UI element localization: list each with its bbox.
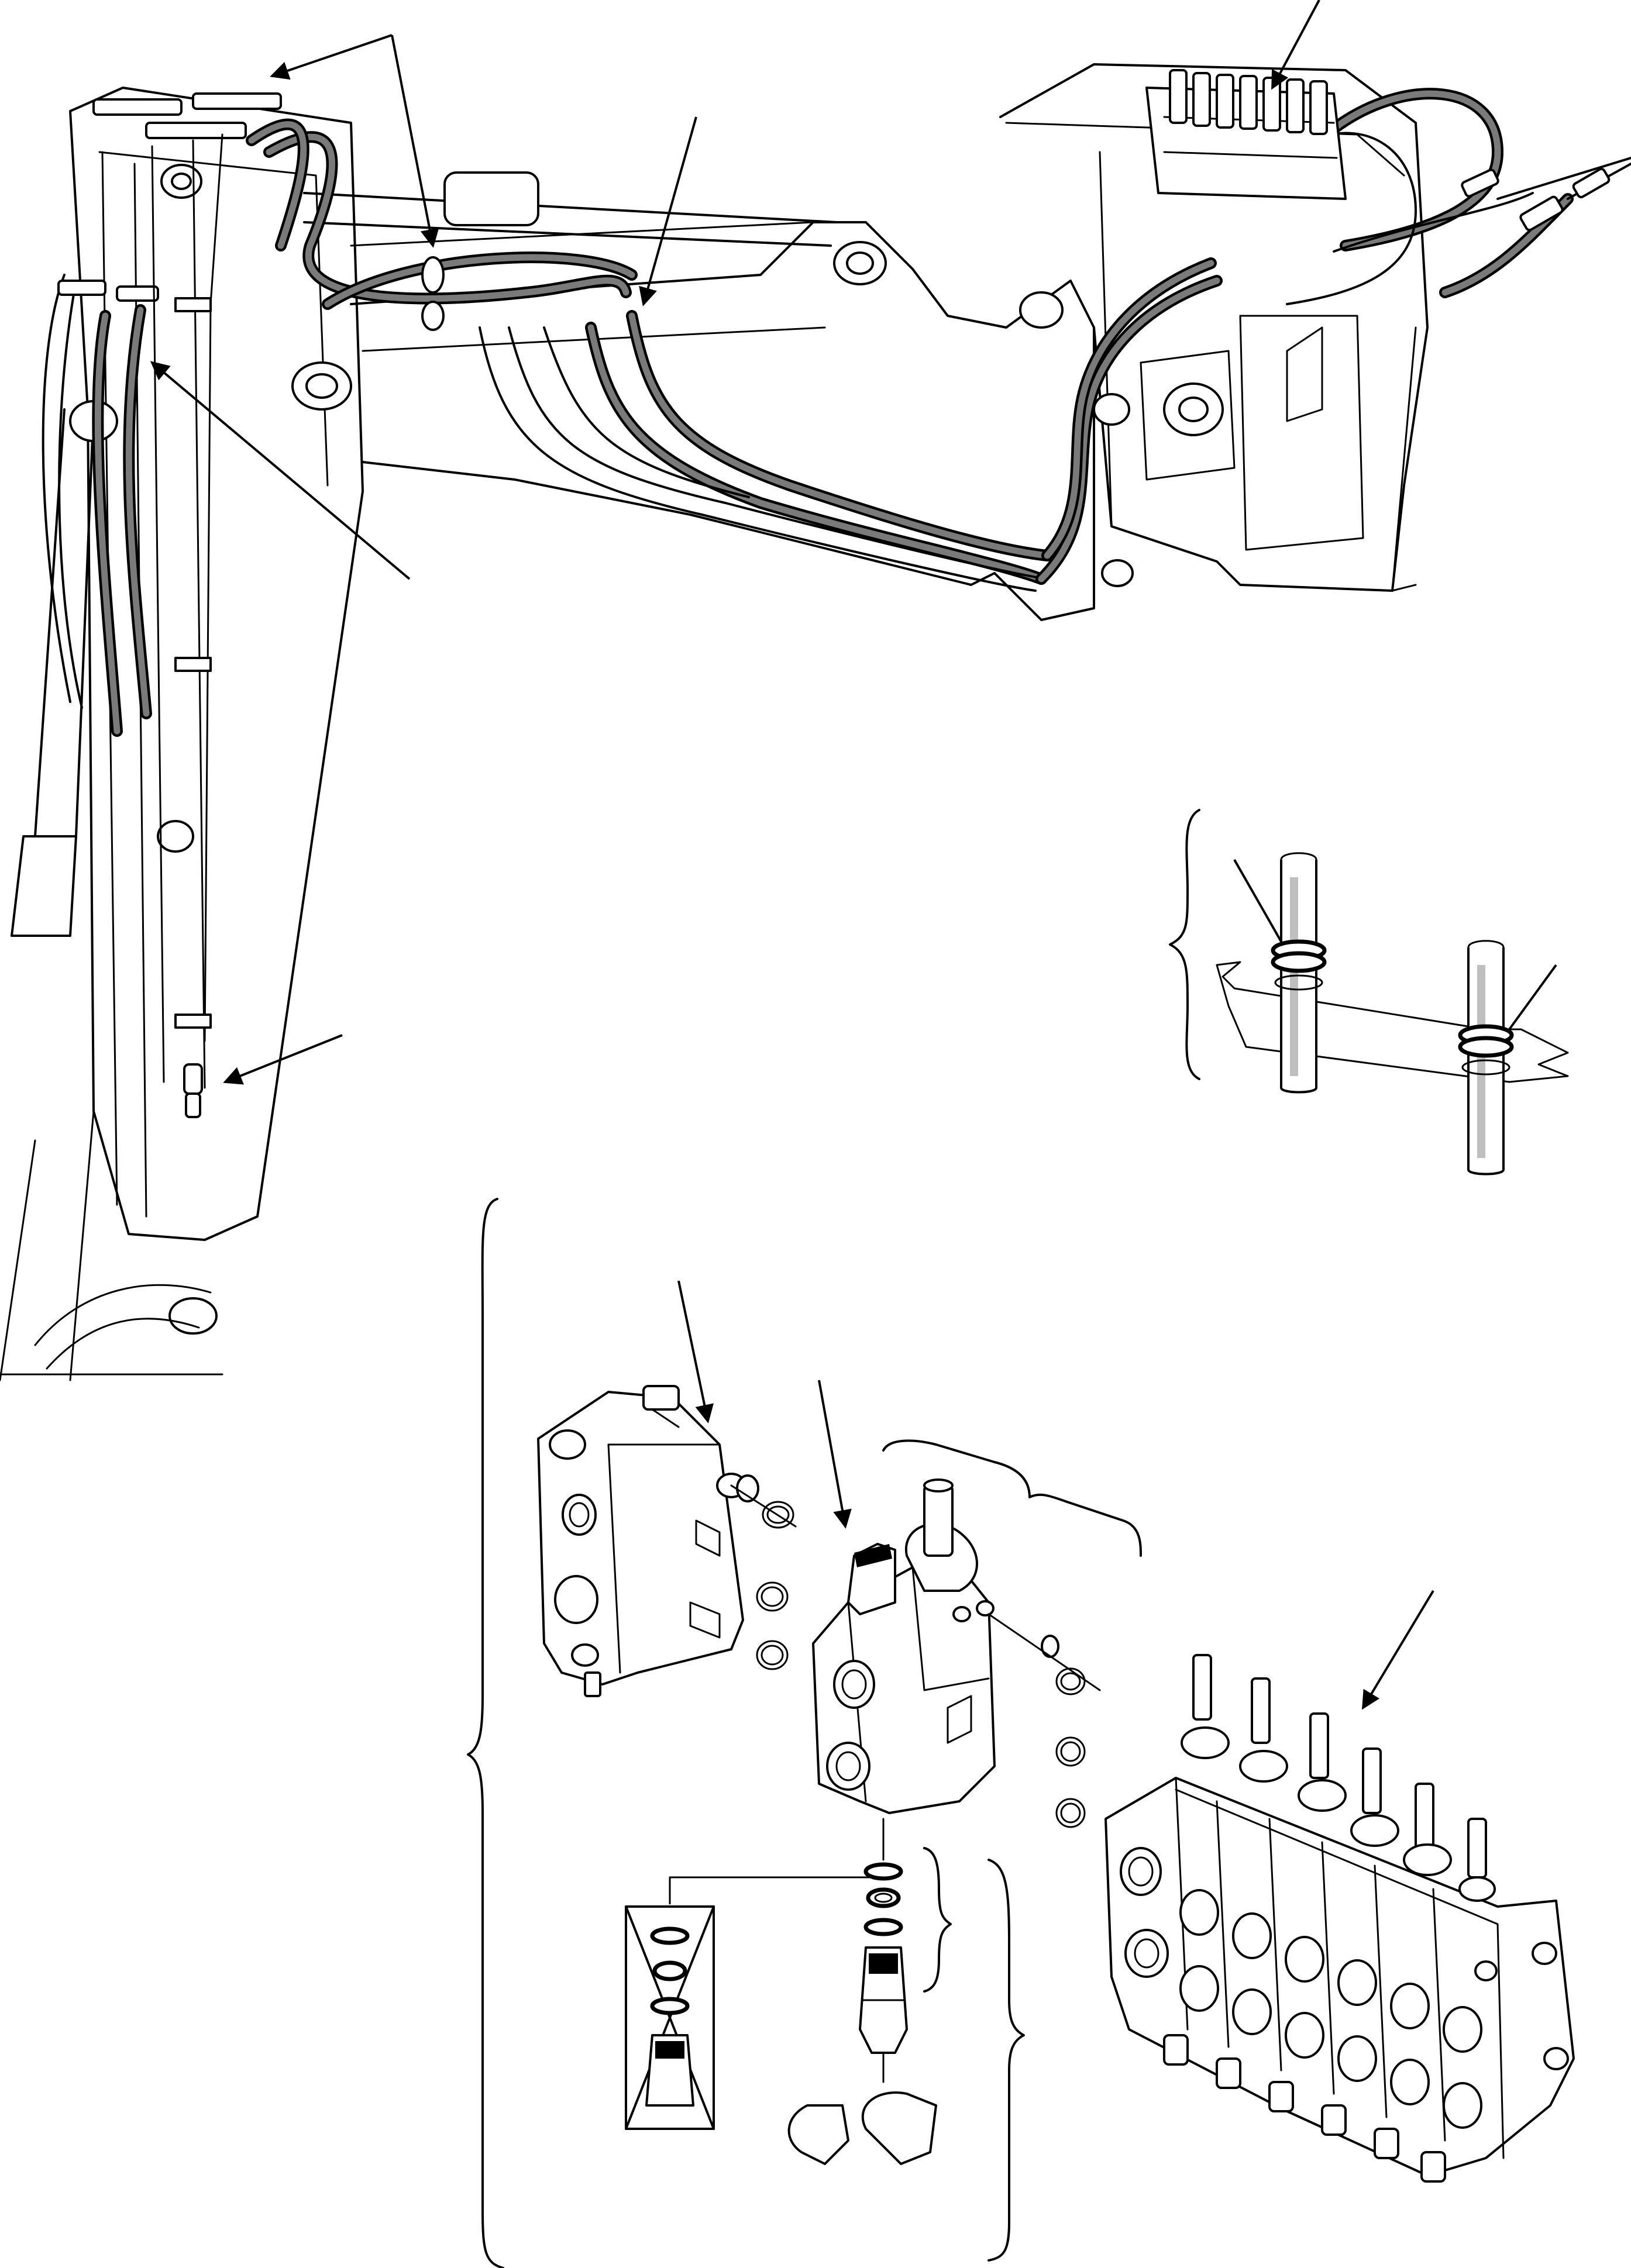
boom-and-arm-assembly [0,63,1429,1381]
control-valve-exploded-view [467,1198,1575,2268]
leader-arrows [150,0,1320,1085]
spool-kit [787,1818,937,2165]
swing-frame [999,63,1429,592]
working-section [812,1478,996,1814]
loader-valve-bank-top [1145,69,1347,200]
section-brace-top [882,1439,1142,1557]
hose-routing [42,69,1631,1118]
mounting-plate [1216,961,1569,1083]
spool-kit-brace [987,1859,1025,2262]
hose-clamp-detail [1169,809,1569,1176]
valve-levers [1181,1654,1496,1902]
inlet-end-cover [537,1385,746,1697]
seal-kit-brace [923,1847,952,1993]
boom-cylinder [303,192,838,223]
detail-brace-right [1169,809,1200,1080]
bucket-cylinder [11,835,77,937]
detail-brace-left [467,1198,504,2268]
backhoe-control-valve-bank [1104,1654,1575,2183]
discarded-spool-crossed [625,1876,885,2130]
